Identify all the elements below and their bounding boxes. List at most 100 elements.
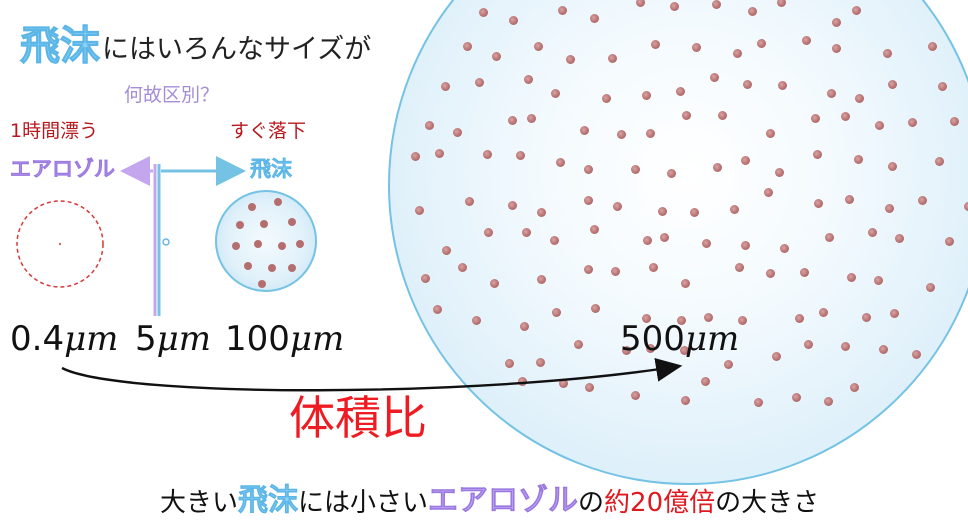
droplet-particle [764,188,774,198]
droplet-particle [691,43,701,53]
droplet-particle [945,237,955,246]
droplet-particle [472,316,482,326]
droplet-particle [772,352,782,361]
droplet-particle [963,202,968,212]
droplet-particle [682,111,692,121]
droplet-particle [441,82,451,92]
stays-airborne-label: 1時間漂う [10,120,99,142]
droplet-particle [489,278,499,288]
droplet-particle [832,17,842,27]
droplet-particle [883,48,893,58]
droplet-particle [415,206,425,216]
droplet-particle [747,7,757,17]
droplet-particle [622,346,632,356]
droplet-particle [457,263,467,273]
droplet-particle [649,263,659,273]
droplet-particle [690,208,700,218]
droplet-particle [724,360,734,369]
droplet-particle [551,308,561,318]
summary-part: 大きい [160,488,239,518]
scale-value: 5 [135,319,157,359]
droplet-particle [657,206,667,216]
droplet-particle [278,242,286,250]
droplet-particle [589,13,599,23]
droplet-particle [462,41,472,51]
droplet-particle [584,264,594,274]
scale-label-500um: 500μm [620,322,739,356]
droplet-particle [453,127,463,137]
droplet-particle [840,341,850,351]
droplet-particle [777,0,787,7]
droplet-particle [641,91,651,101]
droplet-particle [410,151,420,161]
droplet-particle [425,120,435,130]
droplet-particle [887,80,897,90]
droplet-particle [709,73,719,83]
droplet-particle [911,349,921,359]
droplet-particle [844,195,854,205]
droplet-particle [660,233,670,243]
droplet-particle [232,242,240,250]
droplet-particle [635,0,645,8]
scale-unit: μm [156,319,211,359]
droplet-particle [730,204,740,214]
droplet-particle [536,274,546,284]
summary-sentence: 大きい 飛沫 には小さい エアロゾル の 約20億倍 の大きさ [160,485,819,518]
scale-value: 500 [620,319,685,359]
droplet-particle [509,15,519,25]
droplet-100um-particles [232,198,304,288]
droplet-particle [804,339,814,349]
droplet-particle [491,51,501,61]
droplet-particle [505,358,515,368]
droplet-particle [479,7,489,17]
droplet-particle [907,118,917,128]
droplet-particle [867,228,877,238]
droplet-particle [611,267,621,277]
droplet-particle [895,233,905,243]
droplet-particle [800,267,810,277]
droplet-particle [536,207,546,217]
droplet-particle [559,378,569,388]
droplet-particle [824,396,834,406]
droplet-particle [676,316,686,326]
droplet-particle [701,376,711,386]
droplet-circle-5um [162,238,170,246]
droplet-particle [483,150,493,160]
droplet-particle [741,156,751,166]
droplet-particle [631,164,641,174]
droplet-particle [296,240,304,248]
scale-value: 100 [225,319,290,359]
droplet-particle [861,312,871,322]
scale-unit: μm [64,319,119,359]
droplet-particle [523,75,533,85]
droplet-particle [642,235,652,245]
droplet-particle [670,1,680,11]
droplet-particle [244,262,252,270]
droplet-particle [260,220,268,228]
droplet-particle [527,113,537,123]
droplet-particle [927,41,937,51]
droplet-particle [631,391,640,401]
aerosol-label: エアロゾル [10,157,116,182]
droplet-particle [757,39,767,49]
droplet-particle [926,283,935,293]
droplet-particle [441,246,451,256]
droplet-particle [421,273,431,283]
droplet-particle [522,228,532,238]
droplet-particle [641,314,651,324]
droplet-particle [738,316,748,326]
droplet-particle [680,395,690,405]
droplet-particle [516,150,526,160]
droplet-particle [590,224,600,234]
droplet-particle [435,148,445,158]
droplet-particle [566,54,576,64]
droplet-particle [617,129,627,139]
droplet-particle [274,198,282,206]
question-label: 何故区別？ [124,84,220,106]
droplet-particle [602,93,612,103]
droplet-particle [766,268,776,278]
droplet-particle [733,48,743,58]
large-droplet-500um [388,0,968,485]
